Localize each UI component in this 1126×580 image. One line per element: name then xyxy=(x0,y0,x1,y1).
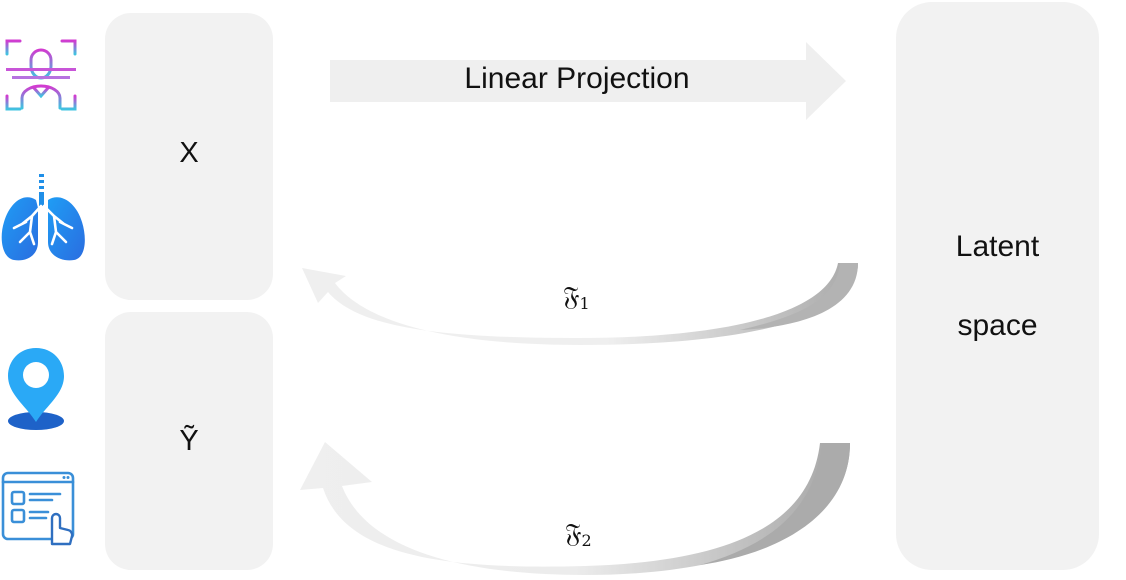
f2-label: 𝔉2 xyxy=(565,521,592,549)
input-x-box: X xyxy=(105,13,273,300)
lungs-icon xyxy=(1,174,85,261)
f1-symbol: 𝔉 xyxy=(563,282,580,312)
latent-label-line-1: Latent xyxy=(955,230,1040,263)
x-label: X xyxy=(179,137,199,169)
latent-label-line-2: space xyxy=(957,309,1038,342)
location-pin-icon xyxy=(8,348,64,430)
f2-symbol: 𝔉 xyxy=(565,519,582,549)
f2-subscript: 2 xyxy=(581,531,592,550)
f2-curved-arrow xyxy=(300,442,850,575)
linear-projection-arrow xyxy=(330,42,846,120)
f1-subscript: 1 xyxy=(579,294,590,313)
linear-projection-label: Linear Projection xyxy=(464,62,690,95)
face-scan-icon xyxy=(5,39,77,111)
f1-label: 𝔉1 xyxy=(563,284,590,312)
output-y-box: Ỹ xyxy=(105,312,273,570)
tablet-form-icon xyxy=(1,471,75,546)
y-tilde-label: Ỹ xyxy=(179,425,199,457)
latent-space-box: Latent space xyxy=(896,2,1099,570)
